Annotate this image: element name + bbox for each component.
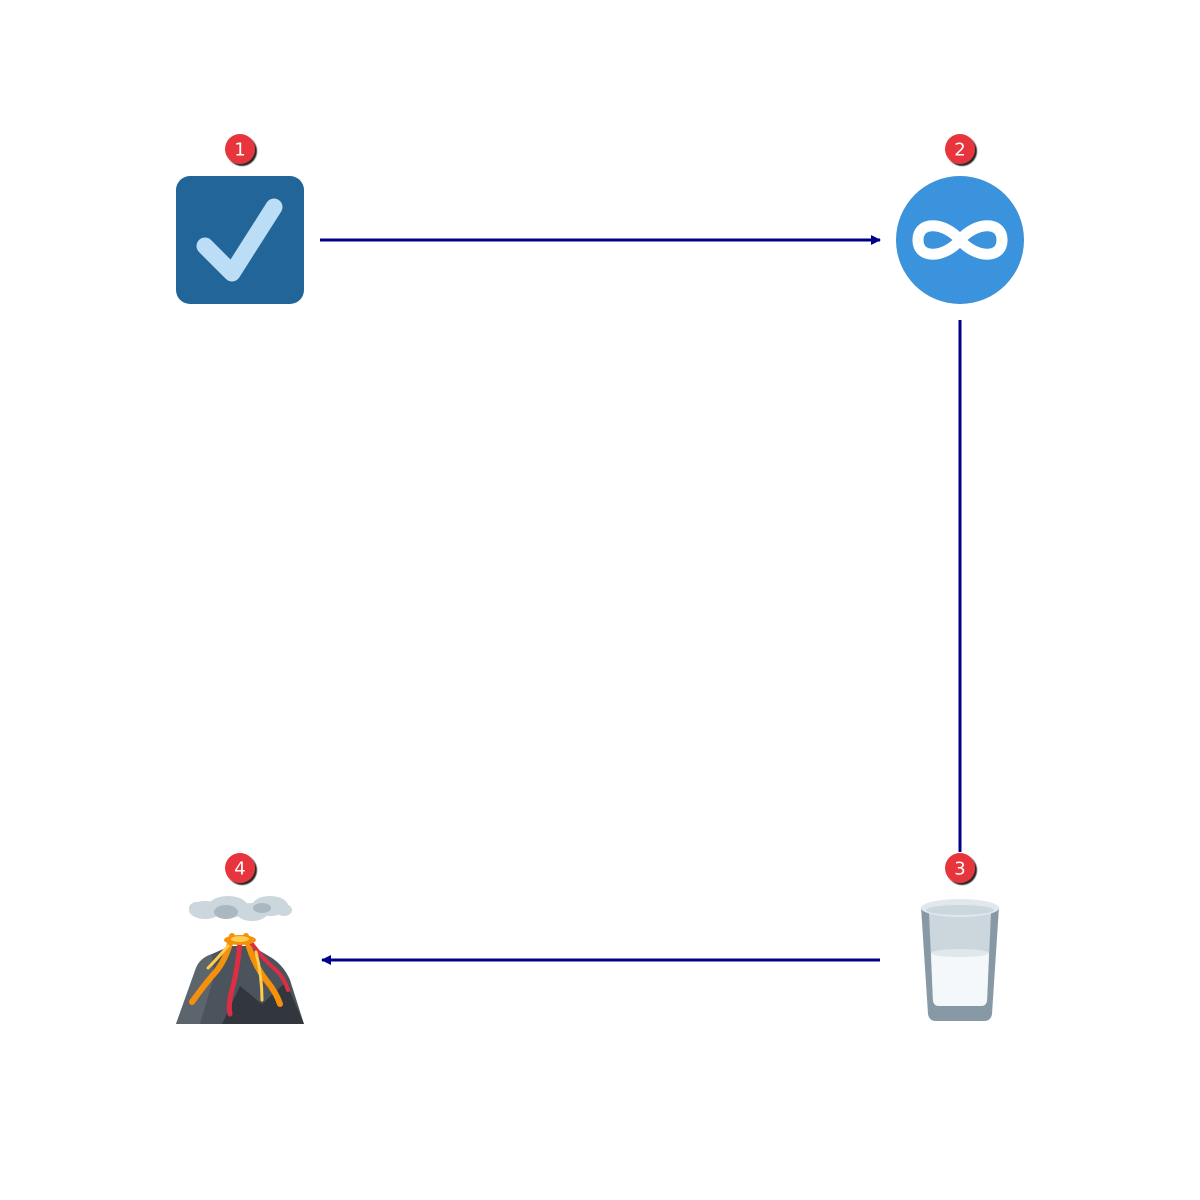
node-badge-label: 2 [954,140,965,161]
node-badge: 3 [945,853,975,883]
check-box-icon [176,176,304,304]
infinity-icon [896,176,1024,304]
node-2[interactable]: 2 [896,134,1024,304]
node-4[interactable]: 4 [176,853,304,1024]
volcano-icon [176,896,304,1024]
node-badge-label: 1 [234,140,245,161]
node-badge: 4 [225,853,255,883]
edges [320,235,962,965]
glass-of-milk-icon [921,899,999,1021]
node-3[interactable]: 3 [921,853,999,1021]
node-badge: 2 [945,134,975,164]
node-badge: 1 [225,134,255,164]
node-1[interactable]: 1 [176,134,304,304]
node-badge-label: 4 [234,859,245,880]
node-badge-label: 3 [954,859,965,880]
